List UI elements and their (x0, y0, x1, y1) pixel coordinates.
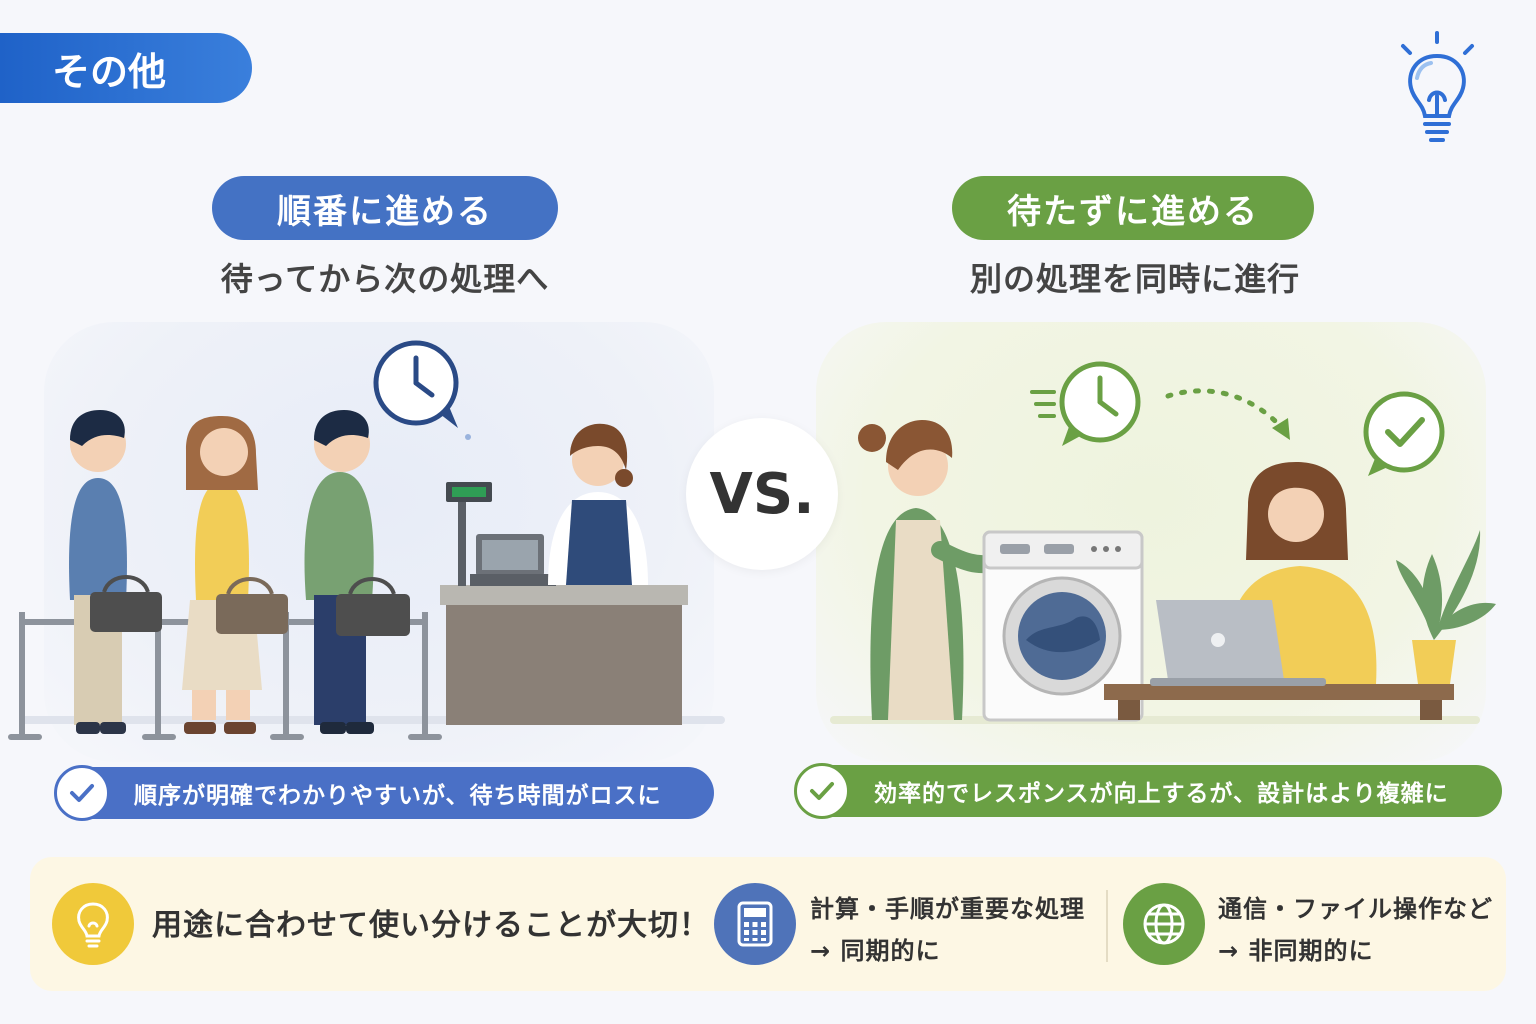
globe-icon (1123, 883, 1205, 965)
sync-usage-line1: 計算・手順が重要な処理 (810, 895, 1085, 923)
async-subtitle: 別の処理を同時に進行 (969, 260, 1300, 298)
sync-usage-text: 計算・手順が重要な処理 → 同期的に (810, 888, 1085, 972)
async-caption-bar: 効率的でレスポンスが向上するが、設計はより複雑に (796, 765, 1502, 817)
lightbulb-icon (1401, 31, 1474, 142)
category-tab: その他 (0, 33, 252, 103)
async-usage-line2: → 非同期的に (1218, 937, 1374, 965)
async-usage-line1: 通信・ファイル操作など (1218, 895, 1493, 923)
scene-illustrations (8, 340, 1496, 740)
calculator-icon (714, 883, 796, 965)
clock-icon (373, 340, 471, 440)
sync-usage-line2: → 同期的に (810, 937, 941, 965)
check-icon (1363, 391, 1445, 476)
async-title-pill: 待たずに進める (952, 176, 1314, 240)
divider (1106, 890, 1108, 962)
sync-title-pill: 順番に進める (212, 176, 558, 240)
sync-subtitle: 待ってから次の処理へ (220, 260, 550, 298)
sync-caption-text: 順序が明確でわかりやすいが、待ち時間がロスに (134, 783, 662, 809)
async-usage-text: 通信・ファイル操作など → 非同期的に (1218, 888, 1493, 972)
vs-badge: VS. (686, 418, 838, 570)
async-caption-text: 効率的でレスポンスが向上するが、設計はより複雑に (874, 781, 1449, 807)
async-illustration (830, 361, 1496, 724)
sync-caption-bar: 順序が明確でわかりやすいが、待ち時間がロスに (56, 767, 714, 819)
clock-icon (1030, 361, 1141, 446)
queue-illustration (8, 340, 725, 740)
check-icon (794, 763, 850, 819)
check-icon (54, 765, 110, 821)
summary-main-text: 用途に合わせて使い分けることが大切！ (152, 908, 710, 943)
lightbulb-icon (52, 883, 134, 965)
